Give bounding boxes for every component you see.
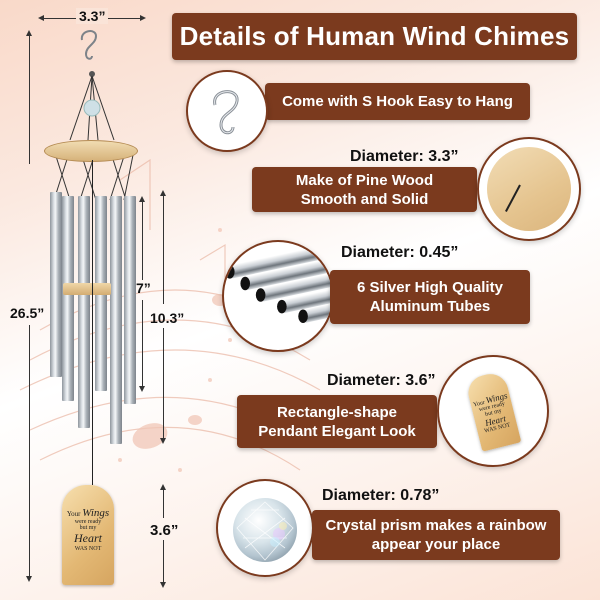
feature-image-pine-wood [477, 137, 581, 241]
pendant-height-dimension-line [163, 540, 164, 584]
feature-text: Crystal prism makes a rainbow [325, 517, 547, 534]
feature-banner-crystal-prism: Crystal prism makes a rainbow appear you… [312, 510, 560, 560]
arrow-left-icon [38, 15, 44, 21]
feature-image-s-hook [186, 70, 268, 152]
feature-text: Come with S Hook Easy to Hang [282, 93, 513, 110]
feature-text: Smooth and Solid [300, 190, 429, 208]
feature-banner-aluminum-tubes: 6 Silver High Quality Aluminum Tubes [330, 270, 530, 324]
pendant-height-label: 3.6” [150, 522, 179, 539]
arrow-up-icon [26, 30, 32, 36]
short-tube-dimension-line [142, 200, 143, 280]
feature-text: Rectangle-shape [276, 403, 398, 421]
diameter-label-wood: Diameter: 3.3” [350, 148, 459, 165]
pendant-text: Wings [82, 507, 110, 519]
feature-image-pendant: Your Wings were ready but my Heart WAS N… [437, 355, 549, 467]
aluminum-tube [62, 196, 74, 401]
aluminum-tube [78, 196, 90, 428]
s-hook-icon [80, 30, 98, 60]
pendant-text: but my [79, 525, 97, 531]
wooden-pendant: Your Wings were ready but my Heart WAS N… [62, 485, 114, 585]
arrow-down-icon [160, 438, 166, 444]
feature-text: 6 Silver High Quality [357, 279, 503, 296]
total-length-dimension-line [29, 325, 30, 578]
long-tube-label: 10.3” [150, 310, 185, 326]
wood-striker [63, 283, 111, 295]
total-length-label: 26.5” [10, 305, 45, 321]
aluminum-tube [124, 196, 136, 404]
feature-banner-s-hook: Come with S Hook Easy to Hang [265, 83, 530, 120]
diameter-label-crystal: Diameter: 0.78” [322, 487, 440, 504]
pendant-height-dimension-line [163, 488, 164, 518]
short-tube-dimension-line [142, 300, 143, 388]
short-tube-label: 7” [136, 280, 151, 296]
feature-text: Make of Pine Wood [295, 171, 434, 189]
arrow-down-icon [139, 386, 145, 392]
arrow-up-icon [160, 190, 166, 196]
top-width-label: 3.3” [76, 8, 109, 24]
long-tube-dimension-line [163, 328, 164, 440]
aluminum-tube [50, 192, 62, 377]
s-hook-icon [213, 90, 239, 135]
pendant-text: Heart [74, 531, 102, 545]
aluminum-tube [110, 196, 122, 444]
arrow-up-icon [160, 484, 166, 490]
feature-text: Pendant Elegant Look [258, 422, 416, 440]
feature-text: appear your place [371, 536, 501, 553]
crystal-prism-icon [233, 498, 297, 562]
arrow-down-icon [160, 582, 166, 588]
center-cord [92, 160, 93, 485]
arrow-right-icon [140, 15, 146, 21]
diameter-label-tubes: Diameter: 0.45” [341, 244, 459, 261]
feature-image-crystal-prism [216, 479, 314, 577]
arrow-up-icon [139, 196, 145, 202]
arrow-down-icon [26, 576, 32, 582]
total-length-dimension-line [29, 34, 30, 164]
diameter-label-pendant: Diameter: 3.6” [327, 372, 436, 389]
aluminum-tubes-icon [224, 243, 332, 323]
feature-text: Aluminum Tubes [369, 298, 491, 315]
page-title: Details of Human Wind Chimes [172, 13, 577, 60]
long-tube-dimension-line [163, 194, 164, 304]
pendant-text: Your [66, 510, 81, 518]
pine-wood-disc-icon [487, 147, 571, 231]
feature-image-aluminum-tubes [222, 240, 334, 352]
feature-banner-pendant: Rectangle-shape Pendant Elegant Look [237, 395, 437, 448]
pine-wood-top-ring [44, 140, 138, 162]
feature-banner-pine-wood: Make of Pine Wood Smooth and Solid [252, 167, 477, 212]
pendant-text: were ready [74, 519, 102, 525]
crystal-ball [83, 99, 101, 117]
pendant-text: WAS NOT [74, 546, 102, 552]
wooden-pendant-icon: Your Wings were ready but my Heart WAS N… [464, 370, 522, 452]
